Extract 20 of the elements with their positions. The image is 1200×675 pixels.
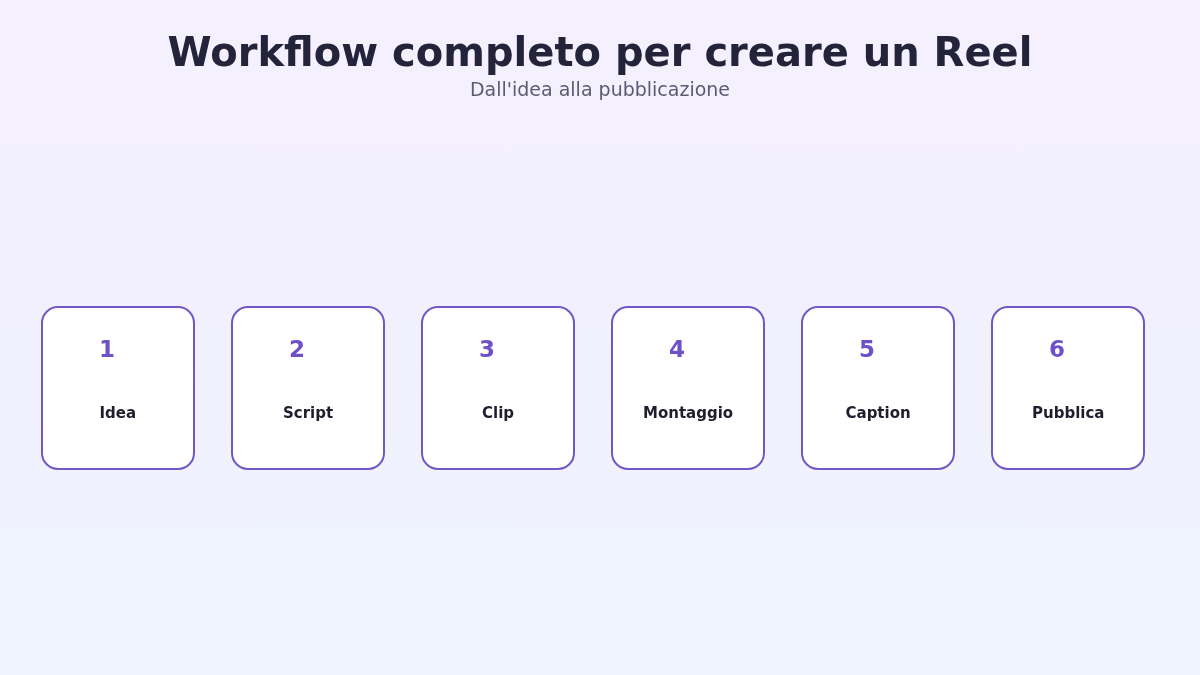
step-number: 3 bbox=[479, 336, 495, 362]
step-number: 6 bbox=[1049, 336, 1065, 362]
step-card bbox=[421, 306, 575, 470]
subtitle: Dall'idea alla pubblicazione bbox=[469, 78, 731, 100]
step-number: 1 bbox=[99, 336, 115, 362]
diagram-title: Workflow completo per creare un Reel bbox=[167, 29, 1033, 75]
step-card bbox=[991, 306, 1145, 470]
step-label: Caption bbox=[845, 404, 911, 422]
step-label: Clip bbox=[482, 404, 515, 422]
step-label: Pubblica bbox=[1032, 404, 1105, 422]
step-label: Script bbox=[283, 404, 334, 422]
step-number: 2 bbox=[289, 336, 305, 362]
step-card bbox=[231, 306, 385, 470]
step-label: Montaggio bbox=[643, 404, 734, 422]
step-card bbox=[801, 306, 955, 470]
step-label: Idea bbox=[99, 404, 137, 422]
step-number: 5 bbox=[859, 336, 875, 362]
step-card bbox=[41, 306, 195, 470]
step-number: 4 bbox=[669, 336, 685, 362]
step-card bbox=[611, 306, 765, 470]
